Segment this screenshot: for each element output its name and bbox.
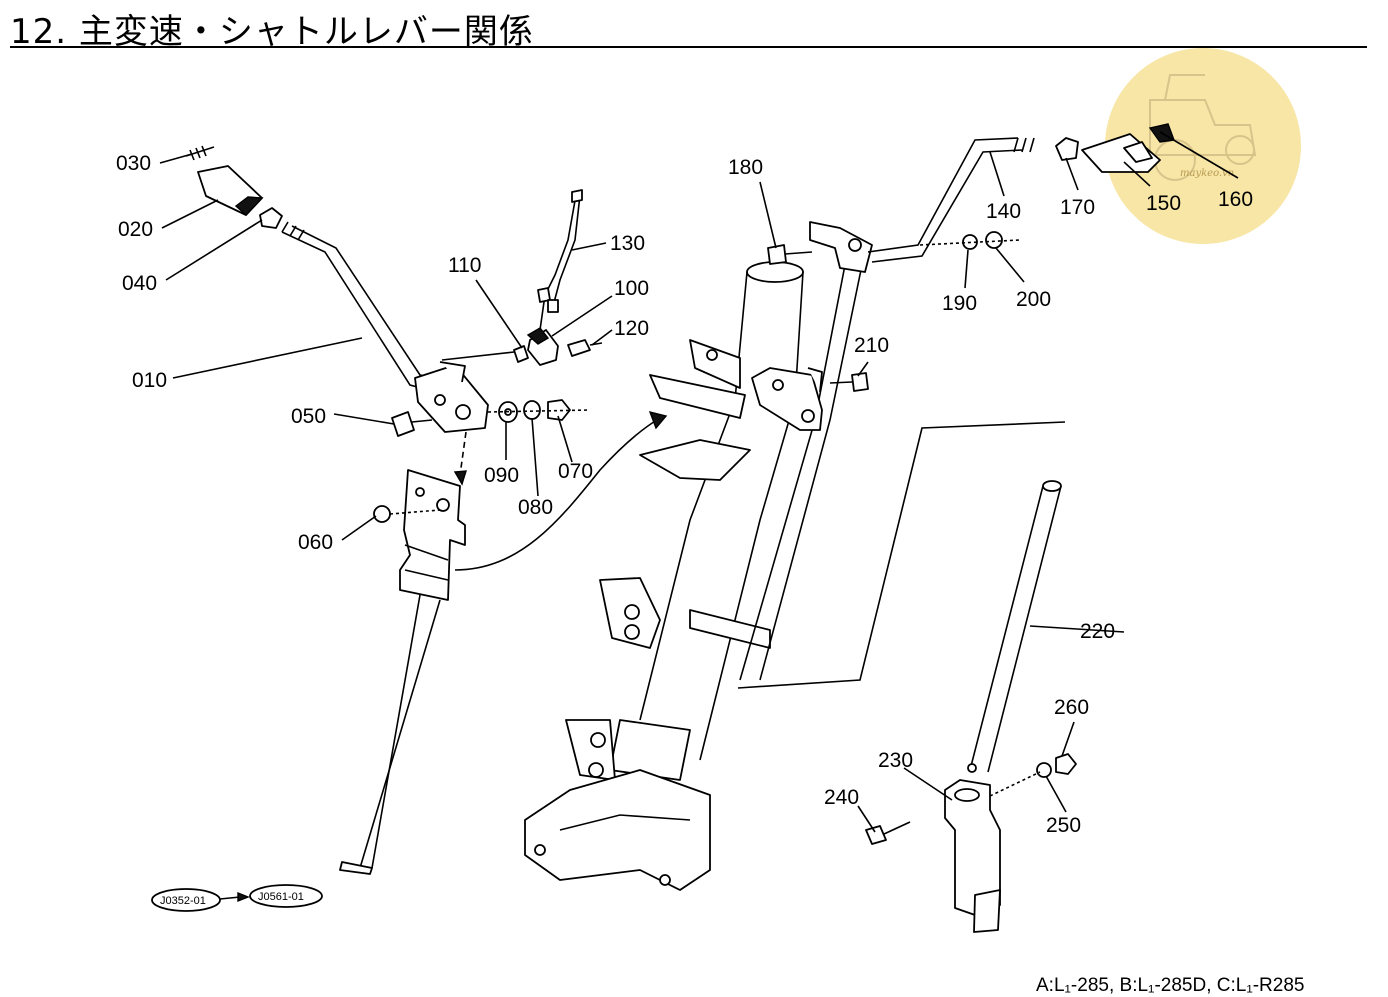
leader-lines <box>159 131 1239 833</box>
label-260: 260 <box>1054 696 1089 719</box>
reference-from: J0352-01 <box>160 895 206 907</box>
label-100: 100 <box>614 277 649 300</box>
page-title: 12. 主変速・シャトルレバー関係 <box>10 12 534 52</box>
main-shift-lever <box>185 145 668 875</box>
label-170: 170 <box>1060 196 1095 219</box>
label-130: 130 <box>610 232 645 255</box>
label-090: 090 <box>484 464 519 487</box>
label-220: 220 <box>1080 620 1115 643</box>
label-110: 110 <box>448 254 481 277</box>
label-060: 060 <box>298 531 333 554</box>
label-010: 010 <box>132 369 167 392</box>
label-230: 230 <box>878 749 913 772</box>
reference-codes: J0352-01 J0561-01 <box>151 884 323 912</box>
label-070: 070 <box>558 460 593 483</box>
label-190: 190 <box>942 292 977 315</box>
label-150: 150 <box>1146 192 1181 215</box>
label-160: 160 <box>1218 188 1253 211</box>
label-250: 250 <box>1046 814 1081 837</box>
steering-column <box>524 123 1175 891</box>
label-140: 140 <box>986 200 1021 223</box>
reference-to: J0561-01 <box>258 891 304 903</box>
shuttle-rod <box>865 480 1077 933</box>
label-050: 050 <box>291 405 326 428</box>
label-040: 040 <box>122 272 157 295</box>
label-030: 030 <box>116 152 151 175</box>
label-020: 020 <box>118 218 153 241</box>
label-200: 200 <box>1016 288 1051 311</box>
part-labels: 030 020 040 010 050 060 070 080 090 100 … <box>116 152 1253 837</box>
model-applicability: A:L₁-285, B:L₁-285D, C:L₁-R285 <box>1036 975 1305 996</box>
label-210: 210 <box>854 334 889 357</box>
label-240: 240 <box>824 786 859 809</box>
label-180: 180 <box>728 156 763 179</box>
title-divider <box>10 46 1367 48</box>
label-080: 080 <box>518 496 553 519</box>
watermark-text: maykeo.vn <box>1180 168 1234 179</box>
label-120: 120 <box>614 317 649 340</box>
